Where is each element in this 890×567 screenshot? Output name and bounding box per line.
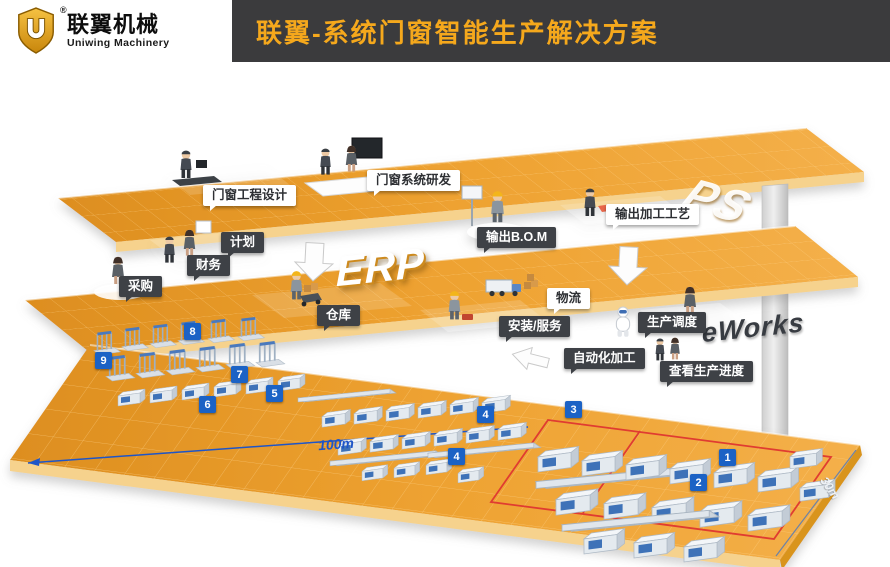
brand-text: 联翼机械 Uniwing Machinery <box>67 11 170 50</box>
brand-name-en: Uniwing Machinery <box>67 37 170 50</box>
platform-top <box>57 127 864 252</box>
tag-warehouse: 仓库 <box>317 305 361 331</box>
tag-dispatch: 生产调度 <box>638 312 707 338</box>
brand-name-cn: 联翼机械 <box>67 11 160 37</box>
flow-arrow-down-right <box>607 245 649 286</box>
floor-badge-4a: 4 <box>477 406 494 423</box>
floor-badge-4b: 4 <box>448 448 465 465</box>
layer-watermark-erp: ERP <box>336 238 425 296</box>
dimension-line-30m <box>775 449 857 557</box>
registered-mark: ® <box>60 5 67 15</box>
floor-badge-5: 5 <box>266 385 283 402</box>
tag-door-window-design: 门窗工程设计 <box>203 185 297 211</box>
flow-arrow-down-left <box>293 241 335 282</box>
tag-output-bom: 输出B.O.M <box>477 227 557 253</box>
figure-plan-finance <box>164 220 212 263</box>
header: ® 联翼机械 Uniwing Machinery 联翼-系统门窗智能生产解决方案 <box>0 0 890 62</box>
figure-design-engineer <box>172 150 222 186</box>
tag-door-window-rnd: 门窗系统研发 <box>367 170 461 196</box>
tag-install-service: 安装/服务 <box>499 316 571 342</box>
flow-arrow-to-floor <box>511 346 550 371</box>
figure-bom-worker <box>461 185 504 226</box>
tag-finance: 财务 <box>187 255 231 281</box>
logistics-truck <box>485 274 538 297</box>
figure-warehouse-worker <box>290 271 322 307</box>
figure-install-worker <box>448 291 473 320</box>
floor-badge-6: 6 <box>199 396 216 413</box>
uniwing-logo-icon <box>18 7 54 54</box>
brand: ® 联翼机械 Uniwing Machinery <box>0 0 232 62</box>
figure-robot <box>600 306 644 345</box>
tag-view-progress: 查看生产进度 <box>660 361 754 387</box>
figure-progress-viewers <box>655 337 680 361</box>
tag-purchase: 采购 <box>119 276 163 302</box>
tag-logistics: 物流 <box>547 288 591 314</box>
floor-badge-2: 2 <box>690 474 707 491</box>
tag-output-craft: 输出加工工艺 <box>606 204 700 230</box>
floor-badge-8: 8 <box>184 323 201 340</box>
floor-badge-7: 7 <box>231 366 248 383</box>
tag-auto-machining: 自动化加工 <box>564 348 645 374</box>
page-title: 联翼-系统门窗智能生产解决方案 <box>256 17 659 48</box>
floor-badge-3: 3 <box>565 401 582 418</box>
floor-badge-1: 1 <box>719 449 736 466</box>
floor-badge-9: 9 <box>95 352 112 369</box>
tag-plan: 计划 <box>221 232 265 258</box>
